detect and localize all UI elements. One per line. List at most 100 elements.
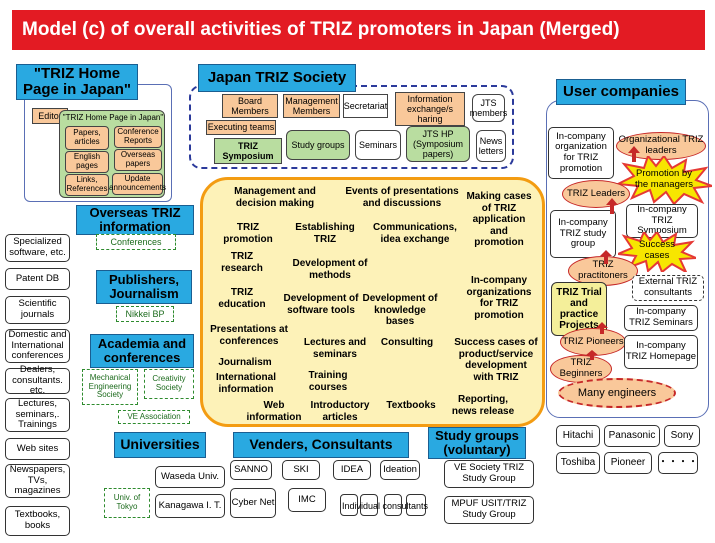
- venders-header: Venders, Consultants: [233, 432, 409, 458]
- activity-item: TRIZ education: [218, 287, 266, 310]
- activity-item: Training courses: [308, 370, 348, 393]
- arrow-icon: [628, 146, 640, 162]
- jts-management: Management Members: [283, 94, 340, 118]
- activities-box: [200, 177, 545, 427]
- activity-item: In-company organizations for TRIZ promot…: [466, 275, 532, 321]
- company-box: ・・・・: [658, 452, 698, 474]
- left-item: Dealers, consultants. etc.: [5, 364, 70, 396]
- company-box: Sony: [664, 425, 700, 447]
- activity-item: Textbooks: [386, 400, 436, 411]
- jts-members: JTS members: [470, 94, 507, 122]
- arrow-icon: [606, 198, 618, 214]
- home-page-item: Update announcements: [109, 173, 166, 195]
- activity-item: Events of presentations and discussions: [345, 186, 459, 209]
- univ-kanagawa: Kanagawa I. T.: [155, 494, 225, 518]
- jts-seminars: Seminars: [355, 130, 401, 160]
- activity-item: TRIZ research: [221, 251, 263, 274]
- company-box: Panasonic: [604, 425, 660, 447]
- page-title: Model (c) of overall activities of TRIZ …: [12, 10, 705, 50]
- uc-seminars: In-company TRIZ Seminars: [624, 305, 698, 331]
- academia-header: Academia and conferences: [90, 334, 194, 368]
- burst-promotion: [616, 156, 712, 204]
- activity-item: Consulting: [380, 337, 434, 348]
- uc-promotion-managers: Promotion by the managers: [634, 168, 694, 190]
- home-page-item: Conference Reports: [114, 126, 162, 148]
- academia-creativity: Creativity Society: [144, 369, 194, 399]
- uc-study-group: In-company TRIZ study group: [550, 210, 616, 258]
- activity-item: Reporting, news release: [451, 394, 515, 417]
- study-ve-society: VE Society TRIZ Study Group: [444, 460, 534, 488]
- jts-header: Japan TRIZ Society: [198, 64, 356, 92]
- activity-item: Communications, idea exchange: [373, 222, 457, 245]
- univ-tokyo: Univ. of Tokyo: [104, 488, 150, 518]
- arrow-icon: [596, 322, 608, 334]
- activity-item: Success cases of product/service develop…: [454, 337, 538, 383]
- activity-item: TRIZ promotion: [223, 222, 273, 245]
- academia-ve: VE Association: [118, 410, 190, 424]
- jts-secretariat: Secretariat: [343, 94, 388, 118]
- activity-item: Development of knowledge bases: [362, 293, 438, 327]
- uc-org-leaders: Organizational TRIZ leaders: [616, 132, 706, 160]
- home-page-item: Overseas papers: [114, 149, 162, 171]
- left-item: Domestic and International conferences: [5, 329, 70, 363]
- home-page-header: "TRIZ Home Page in Japan": [16, 64, 138, 100]
- uc-homepage: In-company TRIZ Homepage: [624, 335, 698, 369]
- left-item: Newspapers, TVs, magazines: [5, 464, 70, 498]
- study-groups-header: Study groups (voluntary): [428, 427, 526, 459]
- uc-success-cases: Success cases: [639, 239, 675, 261]
- vender-individual: Individual consultants: [341, 500, 429, 511]
- uc-org: In-company organization for TRIZ promoti…: [548, 127, 614, 179]
- uc-symposium: In-company TRIZ Symposium: [626, 204, 698, 238]
- jts-board: Board Members: [222, 94, 278, 118]
- left-item: Lectures, seminars,. Trainings: [5, 398, 70, 432]
- home-page-inner-title: "TRIZ Home Page in Japan": [62, 112, 164, 122]
- user-companies-header: User companies: [556, 79, 686, 105]
- activity-item: Establishing TRIZ: [295, 222, 355, 245]
- jts-study-groups: Study groups: [286, 130, 350, 160]
- activity-item: Management and decision making: [234, 186, 316, 209]
- company-box: Hitachi: [556, 425, 600, 447]
- burst-success: [618, 232, 696, 272]
- activity-item: Development of methods: [292, 258, 368, 281]
- company-box: Toshiba: [556, 452, 600, 474]
- activity-item: Journalism: [218, 357, 272, 368]
- vender-cybernet: Cyber Net: [230, 488, 276, 518]
- universities-header: Universities: [114, 432, 206, 458]
- vender-ideation: Ideation: [380, 460, 420, 480]
- activity-item: Presentations at conferences: [210, 324, 288, 347]
- company-box: Pioneer: [604, 452, 652, 474]
- activity-item: Web information: [246, 400, 302, 423]
- uc-trial: TRIZ Trial and practice Projects: [551, 282, 607, 336]
- uc-practitioners: TRIZ practitoners: [568, 256, 638, 286]
- vender-idea: IDEA: [333, 460, 371, 480]
- left-item: Scientific journals: [5, 296, 70, 324]
- vender-individual-bg: [340, 494, 430, 518]
- activity-item: International information: [215, 372, 276, 395]
- vender-ski: SKI: [282, 460, 320, 480]
- vender-imc: IMC: [288, 488, 326, 512]
- jts-symposium: TRIZ Symposium: [214, 138, 282, 164]
- left-item: Textbooks, books: [5, 506, 70, 536]
- overseas-conferences: Conferences: [96, 234, 176, 250]
- home-page-item: Papers, articles: [65, 126, 109, 150]
- univ-waseda: Waseda Univ.: [155, 466, 225, 488]
- uc-many-engineers: Many engineers: [558, 378, 676, 408]
- left-item: Patent DB: [5, 268, 70, 290]
- jts-executing: Executing teams: [206, 120, 276, 135]
- publishers-header: Publishers, Journalism: [96, 270, 192, 304]
- uc-triz-leaders: TRIZ Leaders: [562, 180, 630, 208]
- publishers-nikkei: Nikkei BP: [116, 306, 174, 322]
- activity-item: Making cases of TRIZ application and pro…: [466, 191, 532, 248]
- left-item: Web sites: [5, 438, 70, 460]
- jts-info-exchange: Information exchange/s haring: [395, 92, 465, 126]
- home-page-item: Links, References: [65, 174, 109, 196]
- home-page-item: English pages: [65, 151, 109, 173]
- activity-item: Lectures and seminars: [303, 337, 367, 360]
- overseas-header: Overseas TRIZ information: [76, 205, 194, 235]
- jts-hp: JTS HP (Symposium papers): [406, 126, 470, 162]
- left-item: Specialized software, etc.: [5, 234, 70, 262]
- uc-external-consultants: External TRIZ consultants: [632, 275, 704, 301]
- activity-item: Development of software tools: [283, 293, 359, 316]
- activity-item: Introductory articles: [310, 400, 370, 423]
- study-mpuf: MPUF USIT/TRIZ Study Group: [444, 496, 534, 524]
